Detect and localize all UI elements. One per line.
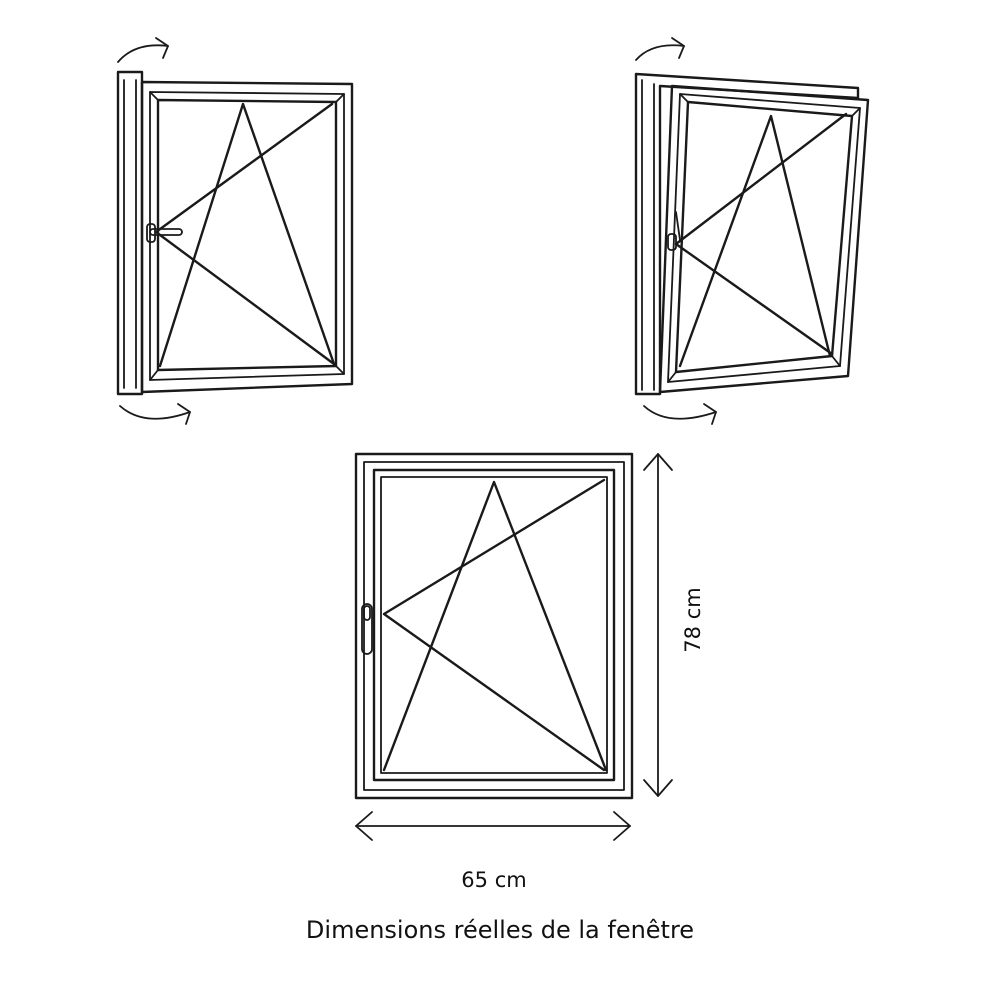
height-dimension-label: 78 cm bbox=[681, 587, 705, 653]
double-arrow-horizontal-icon bbox=[355, 811, 631, 841]
caption: Dimensions réelles de la fenêtre bbox=[305, 916, 695, 944]
rotation-arrow-icon bbox=[635, 44, 685, 61]
width-dimension-label: 65 cm bbox=[461, 868, 527, 892]
double-arrow-vertical-icon bbox=[643, 453, 673, 797]
window-tilt-open-icon bbox=[634, 37, 870, 425]
window-casement-open-icon bbox=[116, 37, 354, 425]
rotation-arrow-icon bbox=[117, 44, 169, 63]
window-front-view-icon bbox=[354, 452, 634, 800]
rotation-arrow-icon bbox=[119, 405, 191, 420]
rotation-arrow-icon bbox=[643, 405, 717, 420]
